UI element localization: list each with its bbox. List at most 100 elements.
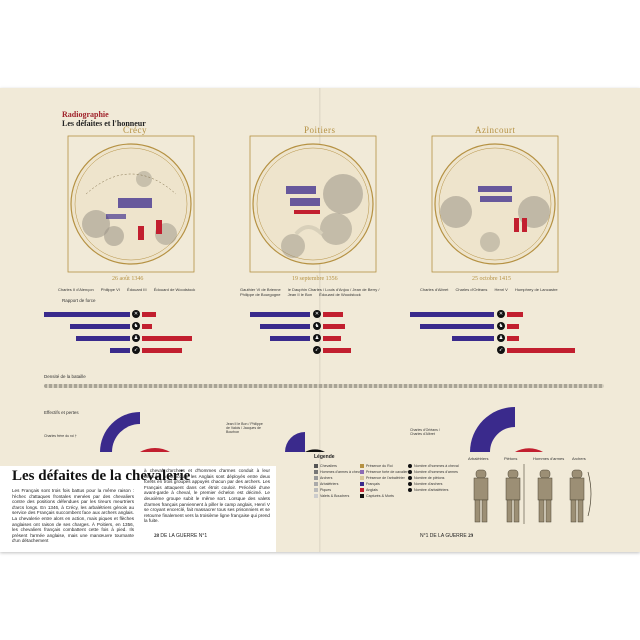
battle-date-crecy: 26 août 1346	[112, 276, 144, 282]
legend-item: Présence de l'arbalétrier	[360, 476, 405, 481]
page-gutter	[319, 88, 321, 552]
density-chain	[44, 384, 604, 388]
bar-english	[323, 348, 351, 353]
leader-name: Jean II le Bon	[287, 292, 313, 297]
bar-english	[142, 336, 192, 341]
article-title: Les défaites de la chevalerie	[12, 468, 191, 484]
soldier-label: Archers	[572, 456, 586, 461]
footer-right: N°1 DE LA GUERRE 29	[420, 533, 473, 539]
crossed-swords-icon: ✕	[313, 310, 321, 318]
legend-item: Nombre d'arbalétriers	[408, 488, 448, 493]
battle-map-crecy	[67, 135, 195, 273]
leader-name: Charles d'Albret	[420, 287, 449, 292]
foot-soldier-icon: ♟	[497, 334, 505, 342]
magazine-name-right: N°1 DE LA GUERRE	[420, 533, 467, 539]
battle-title-azincourt: Azincourt	[475, 125, 516, 135]
losses-chart-crecy	[100, 412, 170, 452]
legend-item: Valets & Bouchers	[314, 494, 349, 499]
magazine-spread: Radiographie Les défaites et l'honneur C…	[0, 88, 640, 552]
casualty-note: Charles d'Orléans / Charles d'Albret	[410, 428, 440, 436]
losses-chart-azincourt	[470, 407, 543, 452]
horse-icon: ♞	[497, 322, 505, 330]
soldier-illustrations	[473, 464, 592, 524]
bar-french	[260, 324, 310, 329]
legend-item: Capturés & Morts	[360, 494, 394, 499]
legend-item: Présence du Roi	[360, 464, 393, 469]
bar-english	[323, 336, 341, 341]
leaders-azincourt: Charles d'Albret Charles d'Orléans Henri…	[420, 287, 564, 292]
horse-icon: ♞	[313, 322, 321, 330]
bar-english	[507, 312, 523, 317]
leader-name: le Dauphin Charles / Louis d'Anjou / Jea…	[240, 287, 380, 297]
legend-item: Français	[360, 482, 380, 487]
magazine-name-left: DE LA GUERRE N°1	[160, 533, 208, 539]
leader-name: Humphrey de Lancastre	[514, 287, 558, 292]
legend-item: Nombre d'hommes d'armes	[408, 470, 458, 475]
casualty-note: Jean II le Bon / Philippe de Valois / Ja…	[226, 422, 263, 434]
casualty-note: Charles frère du roi †	[44, 434, 77, 438]
bar-english	[507, 348, 575, 353]
leader-name: Charles II d'Alençon	[58, 287, 94, 292]
section-rubric: Radiographie	[62, 110, 109, 119]
bar-french	[270, 336, 310, 341]
losses-chart-poitiers	[285, 432, 325, 452]
leaders-poitiers: Gauthier VI de Brienne le Dauphin Charle…	[240, 287, 385, 297]
legend-item: Arbalétriers	[314, 482, 338, 487]
legend-item: Anglais	[360, 488, 378, 493]
bar-english	[507, 336, 519, 341]
forces-section-label: Rapport de force	[62, 298, 96, 303]
bar-french	[110, 348, 130, 353]
horse-icon: ♞	[132, 322, 140, 330]
soldier-label: Piétons	[504, 456, 518, 461]
bar-french	[76, 336, 130, 341]
bar-english	[142, 312, 156, 317]
legend-item: Chevaliers	[314, 464, 337, 469]
legend-item: Nombre d'hommes à cheval	[408, 464, 459, 469]
bar-french	[250, 312, 310, 317]
article-column-2: à cheval d'archers et d'hommes d'armes c…	[144, 468, 270, 524]
legend-item: Archers	[314, 476, 332, 481]
battle-title-poitiers: Poitiers	[304, 125, 336, 135]
bar-french	[452, 336, 494, 341]
legend-item: Nombre d'archers	[408, 482, 442, 487]
leaders-crecy: Charles II d'Alençon Philippe VI Édouard…	[58, 287, 201, 292]
battle-title-crecy: Crécy	[123, 125, 147, 135]
legend-item: Hommes d'armes à cheval	[314, 470, 362, 475]
section-subtitle: Les défaites et l'honneur	[62, 119, 146, 128]
bar-english	[323, 324, 345, 329]
bar-french	[410, 312, 494, 317]
density-section-label: Densité de la bataille	[44, 374, 86, 379]
battle-map-poitiers	[249, 135, 377, 273]
legend: Légende Chevaliers Hommes d'armes à chev…	[314, 454, 459, 526]
legend-item: Nombre de piétons	[408, 476, 444, 481]
leader-name: Gauthier VI de Brienne	[240, 287, 281, 292]
battle-date-poitiers: 19 septembre 1356	[292, 276, 338, 282]
footer-left: 28 DE LA GUERRE N°1	[154, 533, 207, 539]
soldier-label: Arbalétriers	[468, 456, 489, 461]
bar-english	[323, 312, 343, 317]
leader-name: Philippe VI	[100, 287, 120, 292]
battle-map-azincourt	[431, 135, 559, 273]
page-number-right: 29	[468, 534, 474, 539]
battle-date-azincourt: 25 octobre 1415	[472, 276, 511, 282]
soldier-label: Hommes d'armes	[533, 456, 565, 461]
bar-french	[70, 324, 130, 329]
bar-english	[142, 324, 152, 329]
bow-icon: ➶	[497, 346, 505, 354]
foot-soldier-icon: ♟	[132, 334, 140, 342]
legend-item: Piques	[314, 488, 331, 493]
losses-section-label: Effectifs et pertes	[44, 410, 79, 415]
bow-icon: ➶	[313, 346, 321, 354]
legend-title: Légende	[314, 454, 335, 460]
leader-name: Édouard de Woodstock	[319, 292, 361, 297]
bar-english	[507, 324, 519, 329]
leader-name: Charles d'Orléans	[455, 287, 488, 292]
leader-name: Henri V	[494, 287, 508, 292]
page-number-left: 28	[154, 534, 159, 539]
article-box: Les défaites de la chevalerie Les França…	[0, 466, 276, 552]
foot-soldier-icon: ♟	[313, 334, 321, 342]
leader-name: Édouard III	[127, 287, 147, 292]
crossed-swords-icon: ✕	[497, 310, 505, 318]
leader-name: Édouard de Woodstock	[153, 287, 196, 292]
bow-icon: ➶	[132, 346, 140, 354]
